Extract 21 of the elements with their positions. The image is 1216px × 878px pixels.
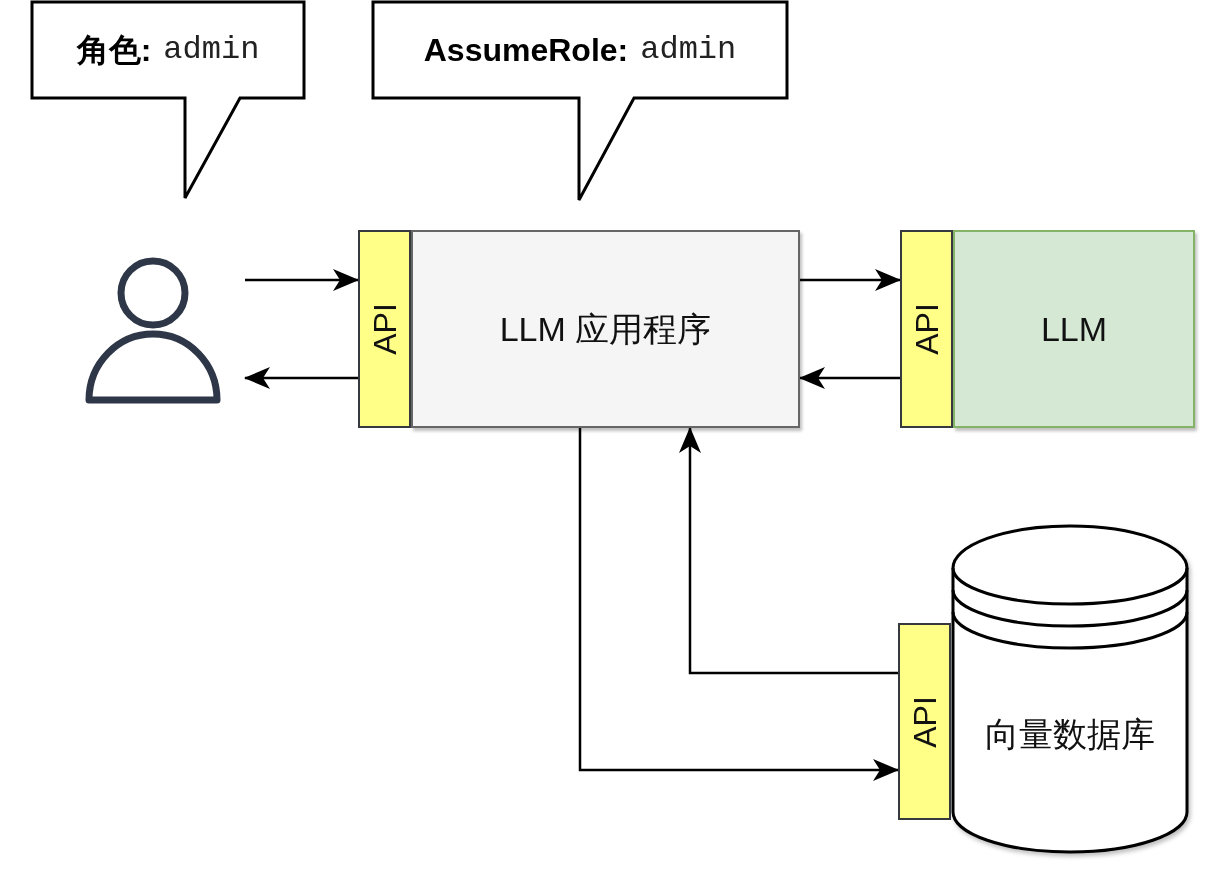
api-label: API — [365, 303, 404, 355]
node-label: 向量数据库 — [985, 713, 1155, 755]
arrow — [245, 269, 359, 291]
callout-value: admin — [163, 30, 260, 70]
node-label: LLM 应用程序 — [499, 308, 712, 350]
callout-label: 角色: — [76, 31, 152, 70]
arrow — [244, 367, 358, 389]
api-strip — [900, 230, 953, 428]
arrow — [800, 269, 901, 291]
callout-value: admin — [640, 30, 737, 70]
process-box — [953, 230, 1195, 428]
api-strip — [358, 230, 411, 428]
api-label: API — [907, 303, 946, 355]
api-strip — [898, 623, 951, 820]
callout-label: AssumeRole: — [423, 31, 629, 70]
api-label: API — [905, 695, 944, 748]
process-box — [411, 230, 800, 428]
arrow — [799, 367, 900, 389]
arrow — [578, 428, 899, 781]
node-label: LLM — [1040, 308, 1108, 350]
arrow — [679, 427, 898, 675]
